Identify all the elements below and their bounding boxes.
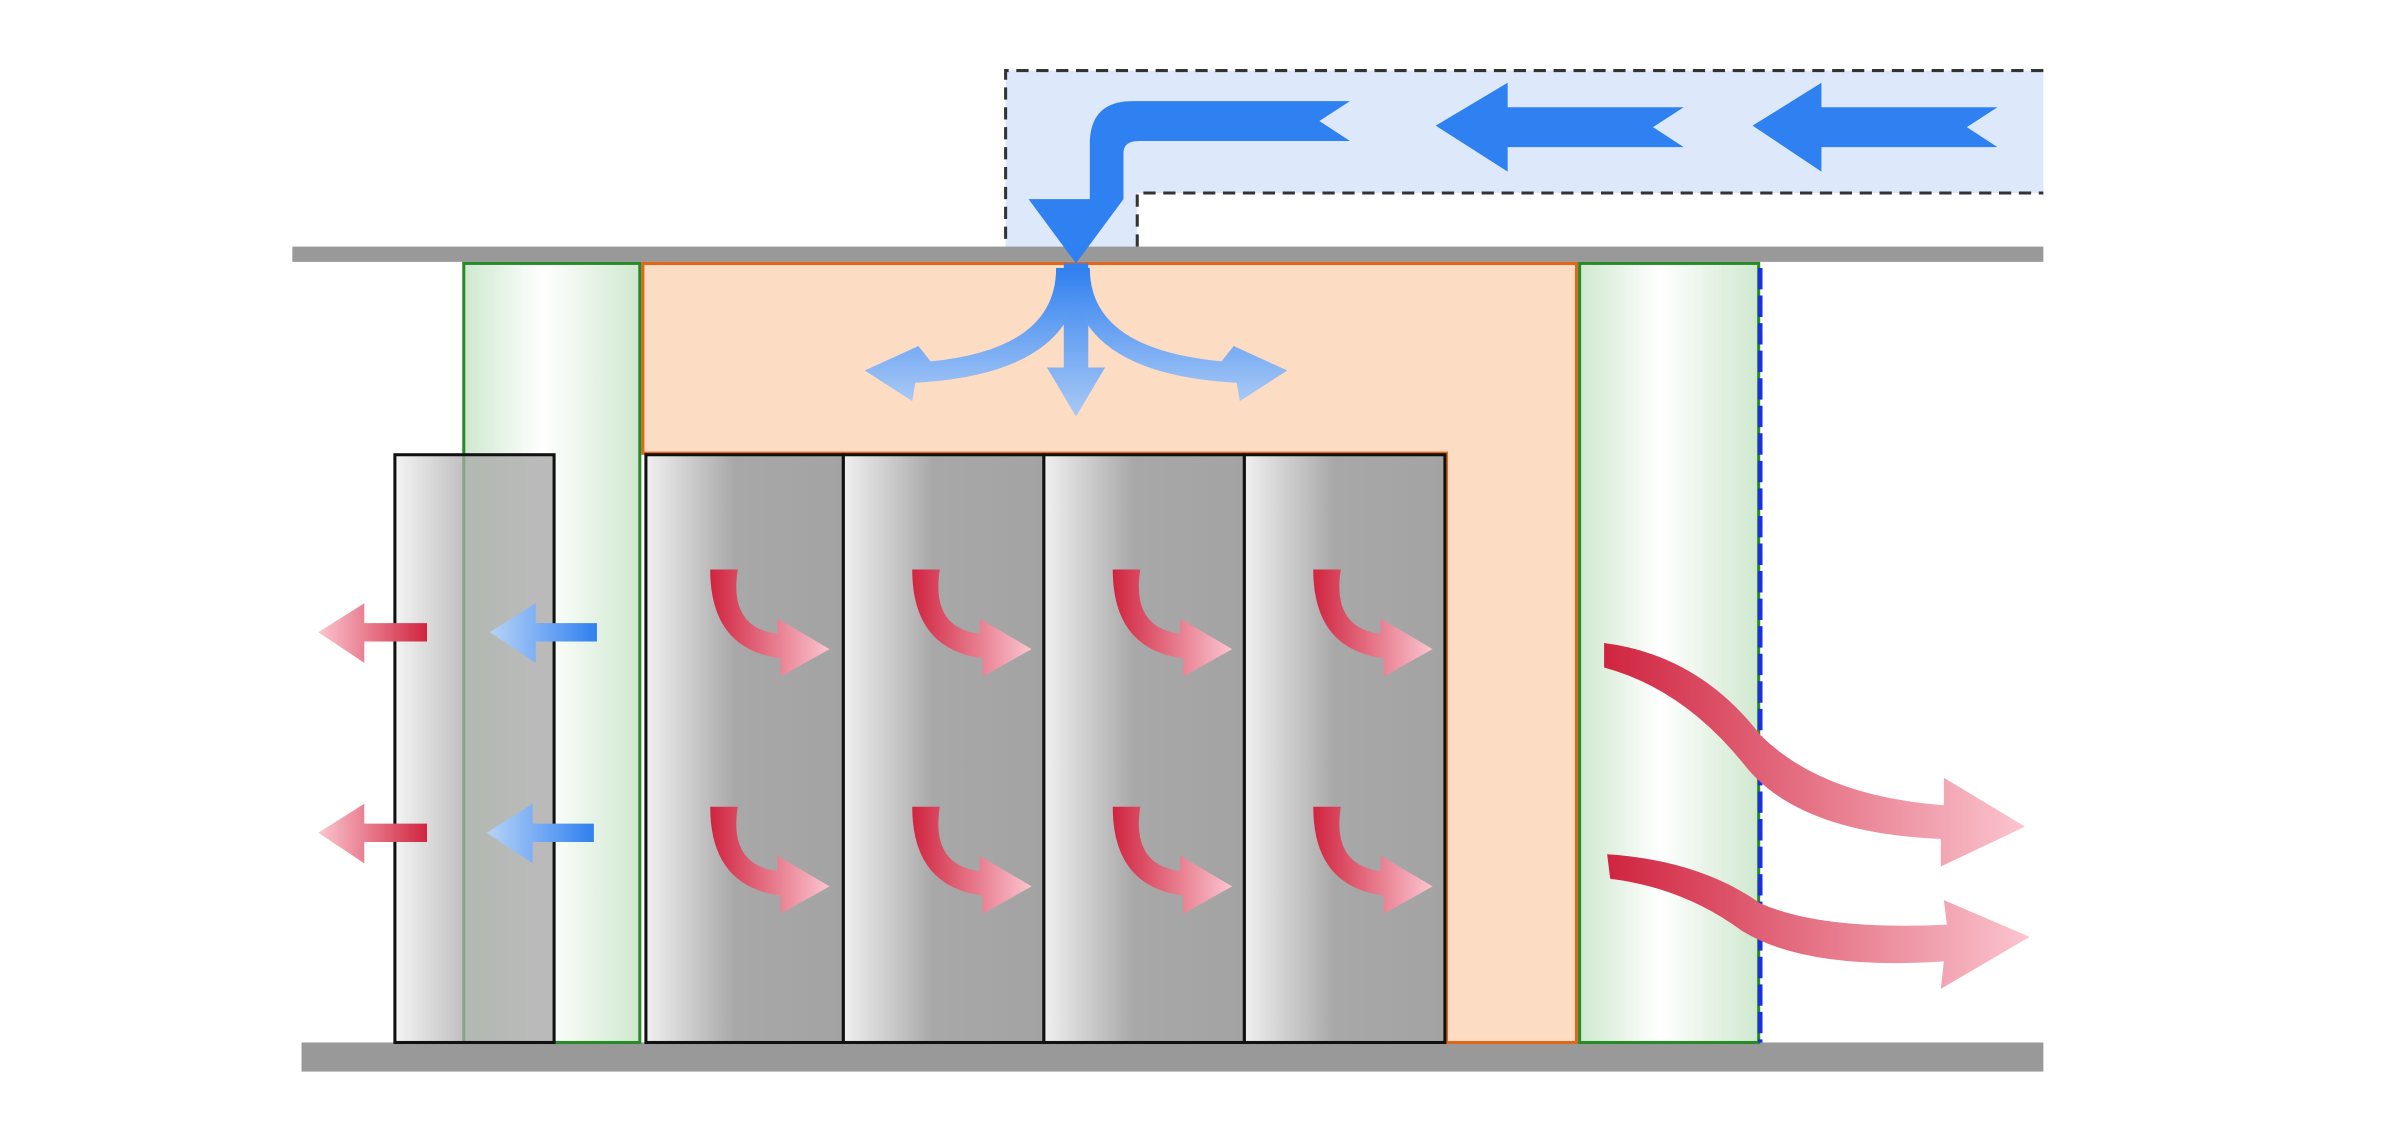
- hot-arrow-icon: [1112, 569, 1233, 677]
- hot-arrow-icon: [1607, 854, 2030, 989]
- hot-arrow-icon: [318, 803, 428, 864]
- hot-arrow-icon: [912, 569, 1032, 677]
- rack: [644, 453, 845, 1045]
- ceiling: [292, 246, 2044, 262]
- rack: [1042, 453, 1246, 1045]
- supply-duct: [1005, 70, 2044, 247]
- hot-arrow-icon: [1604, 643, 2025, 867]
- supply-duct-outline: [1004, 69, 2044, 247]
- hot-arrow-icon: [318, 603, 428, 663]
- cold-arrow-icon: [489, 603, 597, 663]
- rack: [841, 453, 1046, 1045]
- arrow-left-icon: [1752, 82, 1998, 172]
- diffuse-arrows: [864, 263, 1288, 417]
- hot-arrow-icon: [912, 806, 1032, 914]
- floor: [301, 1042, 2044, 1072]
- hot-arrow-icon: [1313, 806, 1433, 914]
- left-exhaust-arrows: [318, 603, 597, 864]
- arrow-left-icon: [1435, 82, 1684, 172]
- rack-left: [393, 453, 556, 1045]
- rack: [1242, 453, 1447, 1045]
- hot-arrow-icon: [1112, 806, 1233, 914]
- hot-arrow-icon: [710, 806, 830, 914]
- cold-arrow-icon: [486, 803, 594, 864]
- rack-exhaust-arrows: [710, 569, 1433, 914]
- hot-arrow-icon: [710, 569, 830, 677]
- hot-arrow-icon: [1313, 569, 1433, 677]
- duct-arrows: [1028, 82, 1998, 264]
- rack-row: [644, 453, 1447, 1045]
- right-exhaust-arrows: [1604, 643, 2030, 989]
- elbow-arrow-icon: [1028, 101, 1350, 264]
